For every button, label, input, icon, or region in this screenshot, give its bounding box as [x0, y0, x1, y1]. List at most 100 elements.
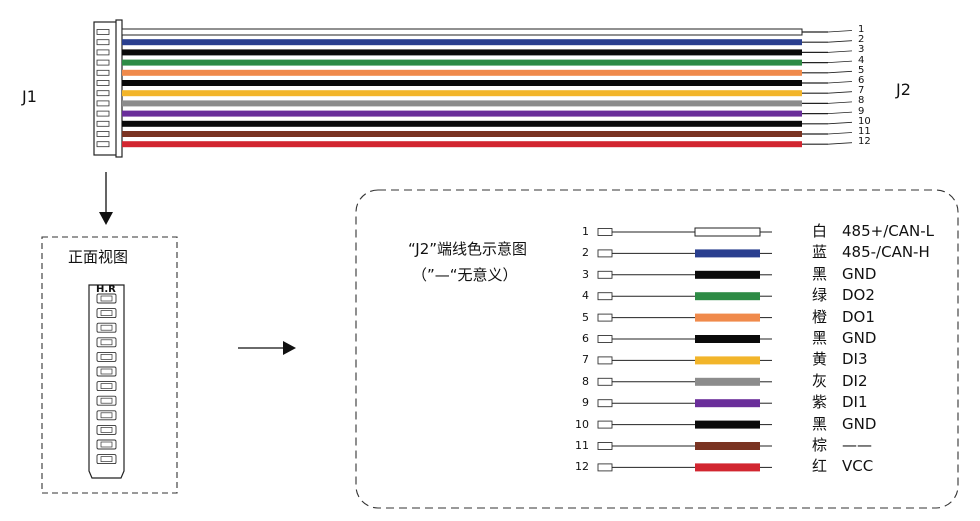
legend-terminal-5: [597, 313, 613, 322]
legend-function-10: GND: [842, 414, 877, 433]
harness-pin-number-10: 10: [858, 115, 871, 127]
harness-wire-10: [122, 120, 802, 127]
front-pin-contact-1: [100, 295, 113, 302]
legend-color-name-4: 绿: [812, 286, 828, 305]
legend-function-7: DI3: [842, 350, 868, 369]
legend-wire-3: [695, 270, 760, 279]
legend-title: “J2”端线色示意图: [408, 240, 528, 258]
harness-wire-6: [122, 80, 802, 86]
j1-pin-1: [96, 29, 110, 35]
j1-pin-4: [96, 59, 110, 66]
harness-pin-number-1: 1: [858, 24, 865, 35]
arrow-down-head: [99, 212, 113, 225]
harness-tip-8: [827, 101, 853, 104]
j1-label: J1: [22, 87, 37, 106]
legend-terminal-1: [597, 228, 613, 236]
legend-frame: [355, 189, 959, 509]
harness-wire-2: [122, 39, 802, 46]
harness-wire-11: [122, 131, 802, 137]
harness-tip-6: [827, 81, 853, 84]
front-pin-contact-11: [100, 441, 113, 448]
legend-color-name-2: 蓝: [812, 243, 828, 262]
hr-mark: H.R: [96, 284, 116, 295]
harness-tip-9: [827, 111, 853, 114]
legend-wire-12: [695, 463, 760, 472]
j1-pin-2: [96, 39, 110, 46]
harness-pin-number-5: 5: [858, 64, 865, 76]
j1-pin-7: [96, 90, 110, 97]
legend-note: （”—“无意义）: [412, 266, 518, 284]
harness-pin-number-6: 6: [858, 75, 865, 86]
legend-wire-10: [695, 420, 760, 429]
harness-tip-1: [827, 30, 853, 33]
legend-wire-2: [695, 249, 760, 258]
j1-pin-12: [96, 141, 110, 148]
front-pin-contact-3: [100, 324, 113, 331]
front-pin-contact-2: [100, 310, 113, 316]
legend-function-8: DI2: [842, 371, 868, 390]
legend-function-11: ——: [842, 436, 872, 454]
harness-wire-1: [121, 28, 803, 36]
front-view-title: 正面视图: [68, 248, 129, 266]
legend-wire-4: [695, 292, 760, 301]
legend-color-name-10: 黑: [812, 414, 828, 433]
harness-pin-number-3: 3: [858, 44, 865, 56]
legend-color-name-8: 灰: [812, 371, 828, 390]
legend-pin-number-7: 7: [582, 353, 589, 367]
harness-pin-number-2: 2: [858, 34, 865, 46]
arrow-right-head: [283, 341, 296, 355]
harness-pin-number-12: 12: [858, 136, 871, 148]
j1-pin-11: [96, 131, 110, 137]
j1-pin-8: [96, 100, 110, 107]
legend-pin-number-11: 11: [575, 439, 589, 452]
j2-label: J2: [896, 80, 911, 99]
legend-pin-number-5: 5: [582, 310, 589, 324]
harness-tip-2: [827, 40, 853, 43]
legend-pin-number-8: 8: [582, 374, 589, 388]
legend-terminal-4: [597, 292, 613, 301]
harness-pin-number-7: 7: [858, 85, 865, 97]
legend-terminal-9: [597, 399, 613, 408]
front-pin-contact-4: [100, 339, 113, 346]
legend-terminal-6: [597, 335, 613, 343]
harness-pin-number-11: 11: [858, 126, 871, 137]
harness-wire-3: [122, 49, 802, 56]
legend-wire-7: [695, 356, 760, 365]
legend-pin-number-4: 4: [582, 289, 589, 303]
legend-function-5: DO1: [842, 307, 875, 326]
legend-wire-8: [695, 377, 760, 386]
harness-pin-number-9: 9: [858, 105, 865, 117]
j1-pin-9: [96, 110, 110, 117]
legend-terminal-7: [597, 356, 613, 365]
legend-color-name-11: 棕: [812, 436, 828, 454]
harness-wire-5: [122, 69, 802, 76]
legend-wire-1: [694, 227, 761, 237]
front-pin-contact-6: [100, 368, 113, 375]
j1-pin-3: [96, 49, 110, 56]
harness-tip-12: [827, 142, 853, 145]
harness-tip-7: [827, 91, 853, 94]
harness-wire-8: [122, 100, 802, 107]
harness-pin-number-4: 4: [858, 54, 865, 66]
legend-color-name-5: 橙: [812, 307, 828, 326]
front-pin-contact-7: [100, 383, 113, 389]
legend-pin-number-9: 9: [582, 396, 589, 410]
front-pin-contact-10: [100, 427, 113, 433]
legend-wire-6: [695, 335, 760, 343]
legend-color-name-12: 红: [812, 457, 828, 476]
harness-wire-4: [122, 59, 802, 66]
legend-wire-11: [695, 442, 760, 450]
j1-pin-6: [96, 80, 110, 86]
legend-terminal-2: [597, 249, 613, 258]
legend-terminal-12: [597, 463, 613, 472]
harness-tip-5: [827, 70, 853, 74]
harness-wire-12: [122, 141, 802, 148]
front-view-frame: [41, 236, 178, 494]
legend-color-name-1: 白: [812, 222, 828, 240]
harness-pin-number-8: 8: [858, 95, 865, 107]
legend-function-9: DI1: [842, 393, 868, 412]
front-pin-contact-12: [100, 456, 113, 462]
legend-color-name-3: 黑: [812, 264, 828, 283]
harness-wire-7: [122, 90, 802, 97]
